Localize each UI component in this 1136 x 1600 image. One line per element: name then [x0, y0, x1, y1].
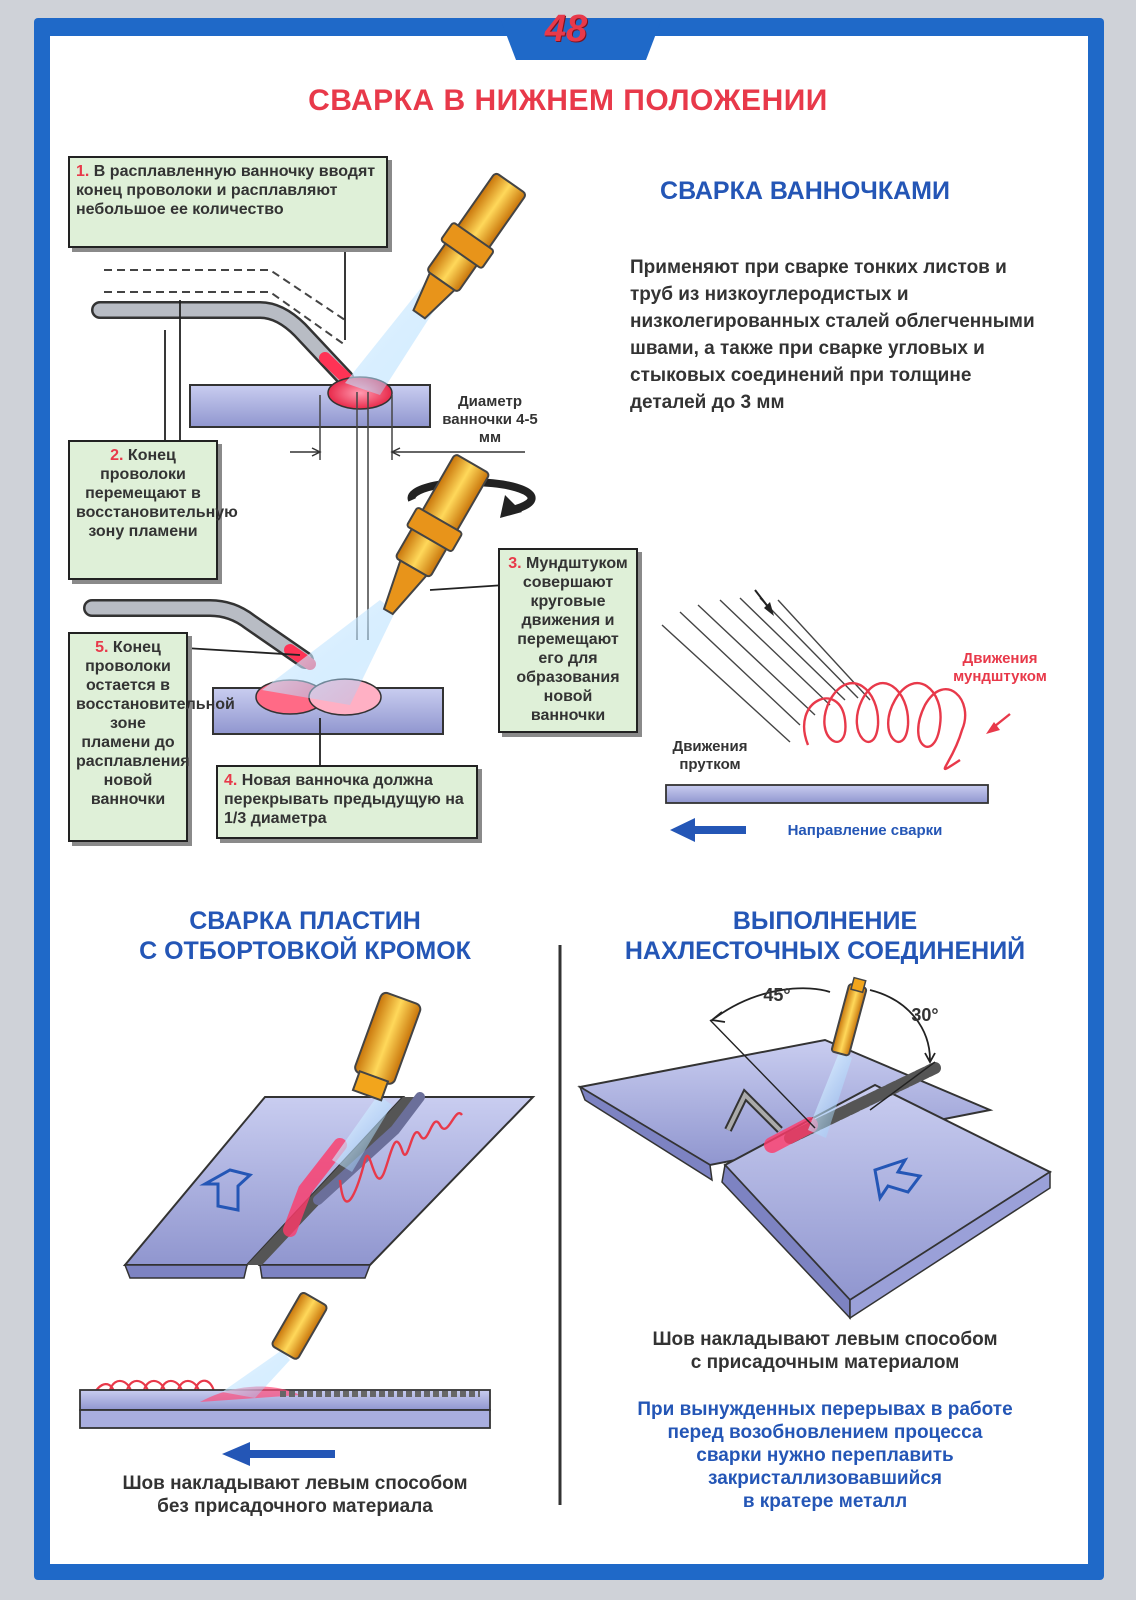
lap-illustration [577, 976, 1053, 1320]
pool-illustration-bottom [83, 454, 536, 765]
step-text: Конец проволоки остается в восстановител… [76, 639, 235, 808]
rod-motion-label: Движения прутком [672, 738, 748, 773]
flange-heading-line2: С ОТБОРТОВКОЙ КРОМОК [139, 937, 471, 965]
torch-motion-label: Движения мундштуком [953, 650, 1047, 685]
page-number: 48 [486, 0, 646, 62]
flange-caption-line1: Шов накладывают левым способом [122, 1473, 468, 1494]
step-number: 4. [224, 772, 238, 789]
step-box-4: 4. Новая ванночка должна перекрывать пре… [216, 765, 478, 839]
flange-heading-line1: СВАРКА ПЛАСТИН [189, 907, 421, 935]
flange-caption: Шов накладывают левым способом без приса… [70, 1472, 520, 1518]
lap-note-line: При вынужденных перерывах в работе [637, 1399, 1013, 1420]
step-box-1: 1. В расплавленную ванночку вводят конец… [68, 156, 388, 248]
step-text: В расплавленную ванночку вводят конец пр… [76, 163, 376, 218]
direction-label: Направление сварки [787, 822, 943, 839]
step-text: Мундштуком совершают круговые движения и… [516, 555, 628, 724]
page-number-tab [500, 18, 662, 60]
step-number: 5. [95, 639, 109, 656]
flange-side-view [79, 1291, 491, 1466]
pool-description: Применяют при сварке тонких листов и тру… [630, 257, 1035, 413]
motion-diagram [661, 589, 1011, 842]
step-text: Конец проволоки перемещают в восстановит… [76, 447, 238, 540]
lap-caption-line2: с присадочным материалом [690, 1352, 960, 1373]
diameter-label: Диаметр ванночки 4-5 мм [442, 393, 538, 446]
lap-caption: Шов накладывают левым способом с присадо… [600, 1328, 1050, 1374]
flange-heading: СВАРКА ПЛАСТИН С ОТБОРТОВКОЙ КРОМОК [90, 906, 520, 966]
step-text: Новая ванночка должна перекрывать предыд… [224, 772, 464, 827]
lap-note-line: в кратере металл [742, 1491, 908, 1512]
flange-caption-line2: без присадочного материала [157, 1496, 433, 1517]
step-box-3: 3. Мундштуком совершают круговые движени… [498, 548, 638, 733]
page-number-text: 48 [544, 8, 588, 50]
page-title: СВАРКА В НИЖНЕМ ПОЛОЖЕНИИ [308, 84, 828, 117]
lap-heading-line1: ВЫПОЛНЕНИЕ [732, 907, 918, 935]
step-number: 3. [508, 555, 522, 572]
pool-heading: СВАРКА ВАННОЧКАМИ [660, 177, 950, 205]
step-box-2: 2. Конец проволоки перемещают в восстано… [68, 440, 238, 580]
lap-caption-line1: Шов накладывают левым способом [652, 1329, 998, 1350]
lap-note-line: перед возобновлением процесса [667, 1422, 983, 1443]
angle-30-label: 30° [911, 1005, 939, 1025]
lap-note-line: сварки нужно переплавить [696, 1445, 954, 1466]
angle-45-label: 45° [763, 985, 791, 1005]
lap-heading: ВЫПОЛНЕНИЕ НАХЛЕСТОЧНЫХ СОЕДИНЕНИЙ [600, 906, 1050, 966]
lap-note: При вынужденных перерывах в работе перед… [600, 1398, 1050, 1513]
step-number: 2. [110, 447, 124, 464]
flange-illustration [122, 991, 536, 1279]
lap-note-line: закристаллизовавшийся [708, 1468, 942, 1489]
step-box-5: 5. Конец проволоки остается в восстанови… [68, 632, 235, 842]
pool-illustration-top [91, 172, 526, 640]
step-number: 1. [76, 163, 90, 180]
lap-heading-line2: НАХЛЕСТОЧНЫХ СОЕДИНЕНИЙ [624, 937, 1026, 965]
